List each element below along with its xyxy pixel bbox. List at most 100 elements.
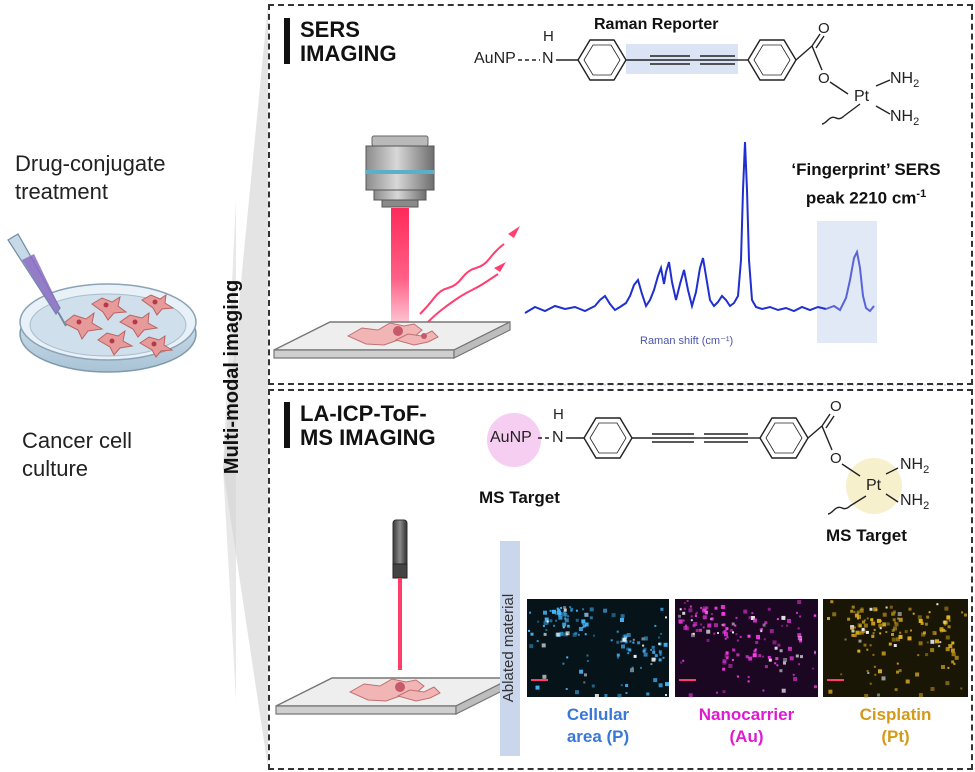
- ms-title-bar: [284, 402, 290, 448]
- map-pixel: [651, 645, 655, 649]
- map-pixel: [653, 649, 655, 652]
- map-pixel: [856, 610, 860, 614]
- map-pixel: [775, 657, 779, 661]
- map-pixel: [682, 619, 685, 622]
- map-pixel: [589, 616, 593, 620]
- map-pixel: [850, 627, 854, 631]
- map-pixel: [772, 640, 777, 645]
- map-pixel: [663, 642, 668, 647]
- ms-title: LA-ICP-ToF- MS IMAGING: [300, 402, 436, 450]
- map-pixel: [586, 660, 589, 662]
- map-pixel: [530, 632, 534, 636]
- map-pixel: [769, 629, 774, 634]
- map-pixel: [756, 634, 760, 639]
- map-pixel: [545, 629, 548, 631]
- map-pixel: [611, 613, 616, 618]
- map-pixel: [859, 630, 864, 635]
- map-pixel: [935, 639, 939, 644]
- map-pixel: [732, 648, 736, 652]
- drug-treatment-label: Drug-conjugate treatment: [15, 150, 165, 206]
- map-pixel: [564, 617, 566, 620]
- map-pixel: [660, 607, 664, 611]
- map-pixel: [855, 630, 860, 635]
- map-pixel: [881, 651, 886, 656]
- map-pixel: [797, 636, 802, 641]
- map-pixel: [904, 630, 908, 634]
- ms-nh2-top: NH2: [900, 456, 929, 476]
- map-pixel: [562, 622, 567, 627]
- petri-dish-icon: [7, 233, 197, 373]
- objective-lens-icon: [365, 135, 435, 208]
- ablation-laser-beam: [398, 578, 402, 670]
- map-pixel: [624, 640, 628, 644]
- map-pixel: [654, 624, 657, 627]
- map-pixel: [632, 638, 635, 641]
- map-pixel: [543, 621, 548, 625]
- map-pixel: [938, 645, 941, 648]
- map-pixel: [589, 607, 594, 612]
- map-pixel: [685, 624, 687, 627]
- map-pixel: [582, 608, 585, 611]
- map-pixel: [873, 607, 878, 612]
- map-pixel: [546, 620, 549, 623]
- ms-nh2-bot: NH2: [900, 492, 929, 512]
- map-pixel: [736, 675, 739, 678]
- map-pixel: [695, 613, 697, 615]
- map-pixel: [779, 649, 783, 653]
- map-pixel: [702, 626, 705, 629]
- map-pixel: [945, 647, 950, 652]
- map-pixel: [620, 640, 623, 643]
- raman-laser-beam: [391, 208, 409, 324]
- map-pixel: [764, 621, 768, 625]
- ms-target-left-label: MS Target: [479, 488, 560, 507]
- map-pixel: [857, 649, 861, 653]
- map-pixel: [915, 672, 920, 677]
- map-pixel: [694, 615, 697, 617]
- map-pixel: [918, 641, 923, 646]
- sers-h-label: H: [543, 28, 554, 45]
- map-pixel: [951, 641, 955, 645]
- map-pixel: [714, 623, 718, 628]
- map-label-phosphorus: Cellular area (P): [527, 704, 669, 748]
- map-pixel: [722, 631, 726, 635]
- map-pixel: [626, 647, 630, 651]
- map-pixel: [857, 623, 862, 628]
- map-pixel: [640, 666, 642, 669]
- map-pixel: [586, 654, 589, 657]
- map-pixel: [783, 658, 788, 662]
- raman-spectrum-line: [524, 141, 827, 314]
- map-pixel: [729, 628, 733, 632]
- map-pixel: [828, 689, 833, 694]
- map-pixel: [629, 640, 632, 643]
- map-pixel: [622, 637, 627, 642]
- map-pixel: [932, 631, 937, 635]
- map-pixel: [717, 632, 719, 634]
- map-pixel: [643, 652, 648, 657]
- map-pixel: [762, 655, 765, 658]
- map-pixel: [706, 638, 710, 642]
- map-pixel: [617, 656, 619, 659]
- map-pixel: [720, 605, 725, 609]
- map-pixel: [736, 639, 739, 642]
- sers-nh2-bot: NH2: [890, 108, 919, 128]
- map-pixel: [690, 615, 693, 618]
- map-pixel: [723, 629, 727, 633]
- map-pixel: [879, 627, 882, 630]
- map-pixel: [594, 694, 599, 698]
- map-pixel: [575, 609, 578, 612]
- map-pixel: [651, 657, 656, 662]
- map-pixel: [830, 600, 834, 604]
- map-pixel: [731, 622, 735, 626]
- map-pixel: [725, 627, 729, 631]
- map-pixel: [584, 622, 589, 627]
- map-pixel: [710, 613, 713, 616]
- map-pixel: [751, 612, 754, 615]
- ms-nh2-bot-sub: 2: [923, 500, 930, 513]
- map-pixel: [796, 611, 798, 614]
- sers-nh2-bot-text: NH: [890, 108, 914, 125]
- map-pixel: [558, 615, 563, 620]
- ms-target-right-label: MS Target: [826, 526, 907, 545]
- map-pixel: [704, 611, 708, 615]
- ms-nh2-bot-text: NH: [900, 492, 924, 509]
- sers-pt-label: Pt: [854, 88, 870, 105]
